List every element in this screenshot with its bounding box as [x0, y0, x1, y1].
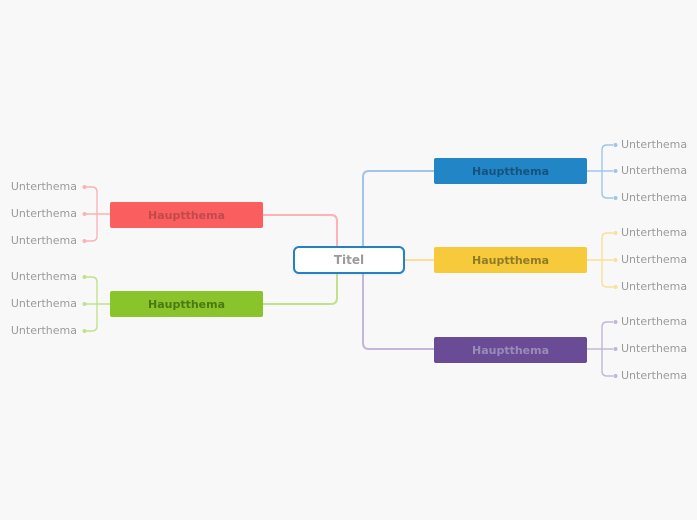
- subtopic-yellow-3[interactable]: Unterthema: [621, 280, 688, 293]
- subtopic-purple-3[interactable]: Unterthema: [621, 369, 688, 382]
- subtopic-dots-blue: [613, 143, 618, 200]
- root-node-titel[interactable]: Titel: [293, 246, 405, 274]
- subtopic-dots-red: [82, 185, 87, 243]
- subtopic-purple-2[interactable]: Unterthema: [621, 342, 688, 355]
- connector-sub-purple: [587, 321, 613, 377]
- main-topic-green[interactable]: Hauptthema: [110, 291, 263, 317]
- main-topic-blue[interactable]: Hauptthema: [434, 158, 587, 184]
- subtopic-purple-1[interactable]: Unterthema: [621, 315, 688, 328]
- subtopic-blue-1[interactable]: Unterthema: [621, 138, 688, 151]
- subtopic-red-2[interactable]: Unterthema: [10, 207, 77, 220]
- connector-sub-yellow: [587, 232, 613, 288]
- main-topic-red[interactable]: Hauptthema: [110, 202, 263, 228]
- subtopic-green-3[interactable]: Unterthema: [10, 324, 77, 337]
- subtopic-blue-3[interactable]: Unterthema: [621, 191, 688, 204]
- connector-root-red: [263, 214, 338, 246]
- main-topic-purple[interactable]: Hauptthema: [434, 337, 587, 363]
- subtopic-blue-2[interactable]: Unterthema: [621, 164, 688, 177]
- connector-root-purple: [362, 274, 434, 350]
- subtopic-dots-purple: [613, 320, 618, 378]
- connector-sub-green: [86, 276, 110, 332]
- main-topic-yellow[interactable]: Hauptthema: [434, 247, 587, 273]
- connector-sub-red: [86, 186, 110, 242]
- subtopic-yellow-2[interactable]: Unterthema: [621, 253, 688, 266]
- subtopic-red-1[interactable]: Unterthema: [10, 180, 77, 193]
- subtopic-dots-green: [82, 275, 87, 333]
- connector-root-blue: [362, 170, 434, 246]
- subtopic-yellow-1[interactable]: Unterthema: [621, 226, 688, 239]
- subtopic-green-1[interactable]: Unterthema: [10, 270, 77, 283]
- connector-sub-blue: [587, 144, 613, 199]
- connector-root-green: [263, 274, 338, 305]
- subtopic-green-2[interactable]: Unterthema: [10, 297, 77, 310]
- subtopic-red-3[interactable]: Unterthema: [10, 234, 77, 247]
- subtopic-dots-yellow: [613, 231, 618, 289]
